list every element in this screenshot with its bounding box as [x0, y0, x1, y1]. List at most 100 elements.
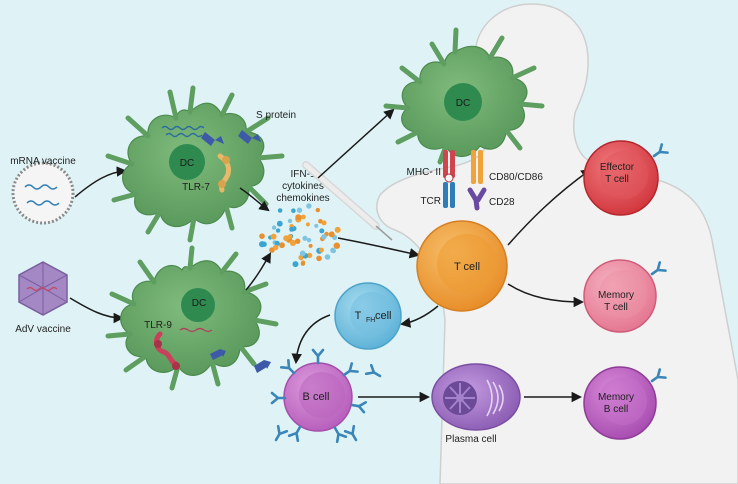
- cytokine-dot: [318, 219, 323, 224]
- tfh-label-main: T: [355, 310, 362, 322]
- cd28-label: CD28: [489, 197, 515, 208]
- b-cell-label: B cell: [303, 391, 330, 403]
- arrow-to-dc-right: [317, 108, 395, 179]
- syringe-icon: [302, 161, 393, 241]
- cytokine-dot: [316, 255, 322, 262]
- cd80-label: CD80/CD86: [489, 172, 543, 183]
- t-cell: [416, 220, 508, 312]
- adv-vaccine-label: AdV vaccine: [15, 324, 71, 335]
- cytokine-dot: [331, 248, 337, 254]
- tfh-label-sub: FH: [366, 317, 375, 324]
- cytokine-dot: [319, 228, 325, 234]
- cytokine-dot: [259, 233, 265, 239]
- antibody-icon: [270, 391, 287, 405]
- cytokine-dot: [328, 231, 335, 238]
- ifn-label-line2: cytokines: [282, 181, 324, 192]
- cytokine-dot: [276, 220, 283, 227]
- cytokine-dot: [308, 243, 313, 248]
- tfh-label-rest: cell: [375, 310, 392, 322]
- cytokine-dot: [279, 242, 285, 249]
- dc-bottom-label: DC: [192, 298, 206, 309]
- antibody-icon: [349, 398, 367, 414]
- cytokine-dot: [287, 218, 293, 224]
- arrow-adv-to-dc: [69, 297, 125, 324]
- arrow-tfh-to-bcell: [291, 314, 331, 365]
- tfh-cell: [334, 282, 402, 350]
- arrow-tcell-to-effector: [507, 168, 592, 246]
- ifn-label-line3: chemokines: [276, 193, 329, 204]
- cytokine-dot: [296, 207, 303, 213]
- t-cell-label: T cell: [454, 261, 480, 273]
- tlr9-receptor-icon: [154, 331, 180, 370]
- memory-b-label-2: B cell: [604, 404, 628, 415]
- cytokine-dot: [318, 247, 324, 253]
- dendritic-cell-top: [105, 85, 285, 243]
- cytokine-dot: [271, 225, 277, 230]
- effector-label-1: Effector: [600, 162, 635, 173]
- s-protein-free-icon: [254, 360, 271, 373]
- ifn-label-line1: IFN-1: [291, 169, 316, 180]
- plasma-cell-label: Plasma cell: [445, 434, 496, 445]
- effector-t-cell: [583, 140, 669, 216]
- mrna-vaccine-label: mRNA vaccine: [10, 156, 76, 167]
- cytokine-dot: [306, 238, 312, 243]
- cytokine-dot: [277, 208, 283, 213]
- cytokine-cluster: [259, 203, 341, 268]
- antibody-icon: [311, 348, 325, 365]
- cytokine-dot: [321, 234, 327, 240]
- cytokine-dot: [302, 235, 308, 241]
- effector-label-2: T cell: [605, 174, 629, 185]
- cytokine-dot: [291, 208, 296, 213]
- cytokine-dot: [321, 220, 327, 226]
- memory-b-cell: [583, 366, 667, 440]
- tlr7-receptor-icon: [217, 153, 231, 193]
- dc-right-label: DC: [456, 98, 470, 109]
- mrna-vaccine-icon: [11, 161, 75, 225]
- arrow-tcell-to-memory-t: [507, 283, 585, 308]
- cytokine-dot: [306, 203, 312, 209]
- cytokine-dot: [272, 244, 279, 251]
- tcr-label: TCR: [420, 196, 441, 207]
- adv-vaccine-icon: [18, 261, 68, 316]
- tlr7-label: TLR-7: [182, 182, 210, 193]
- cytokine-dot: [287, 234, 293, 240]
- arrow-mrna-to-dc: [74, 166, 128, 198]
- dc-top-label: DC: [180, 158, 194, 169]
- cytokine-dot: [306, 252, 313, 259]
- arrow-dcbottom-to-cytokines: [245, 252, 272, 291]
- memory-t-label-2: T cell: [604, 302, 628, 313]
- cytokine-dot: [305, 222, 310, 227]
- cytokine-dot: [295, 238, 301, 244]
- cytokine-dot: [275, 228, 281, 233]
- memory-t-label-1: Memory: [598, 290, 634, 301]
- tlr9-label: TLR-9: [144, 320, 172, 331]
- memory-t-cell: [583, 259, 667, 333]
- cytokine-dot: [295, 214, 302, 221]
- cd80-cd28-complex: [467, 150, 487, 211]
- s-protein-label: S protein: [256, 110, 296, 121]
- antibody-icon: [649, 143, 669, 162]
- cytokine-dot: [334, 226, 341, 233]
- mhc-tcr-complex: [443, 150, 455, 208]
- dendritic-cell-bottom: [105, 245, 279, 391]
- plasma-cell: [431, 363, 521, 431]
- arrow-tcell-to-tfh: [399, 305, 439, 328]
- arrow-dctop-to-cytokines: [239, 187, 270, 212]
- cytokine-dot: [314, 223, 319, 228]
- s-protein-icon: [201, 130, 261, 146]
- cytokine-dot: [289, 226, 295, 232]
- cytokine-dot: [301, 214, 306, 220]
- cytokine-dot: [289, 239, 297, 246]
- cytokine-dot: [324, 254, 331, 260]
- cytokine-dot: [333, 242, 340, 249]
- memory-b-label-1: Memory: [598, 392, 634, 403]
- cytokine-dot: [270, 233, 277, 240]
- cytokine-dot: [292, 261, 299, 268]
- cytokine-dot: [300, 261, 306, 266]
- cytokine-dot: [259, 241, 266, 248]
- cytokine-dot: [315, 207, 320, 213]
- b-cell: [270, 348, 367, 444]
- cytokine-dot: [299, 250, 306, 257]
- mhc-label: MHC- II: [407, 167, 441, 178]
